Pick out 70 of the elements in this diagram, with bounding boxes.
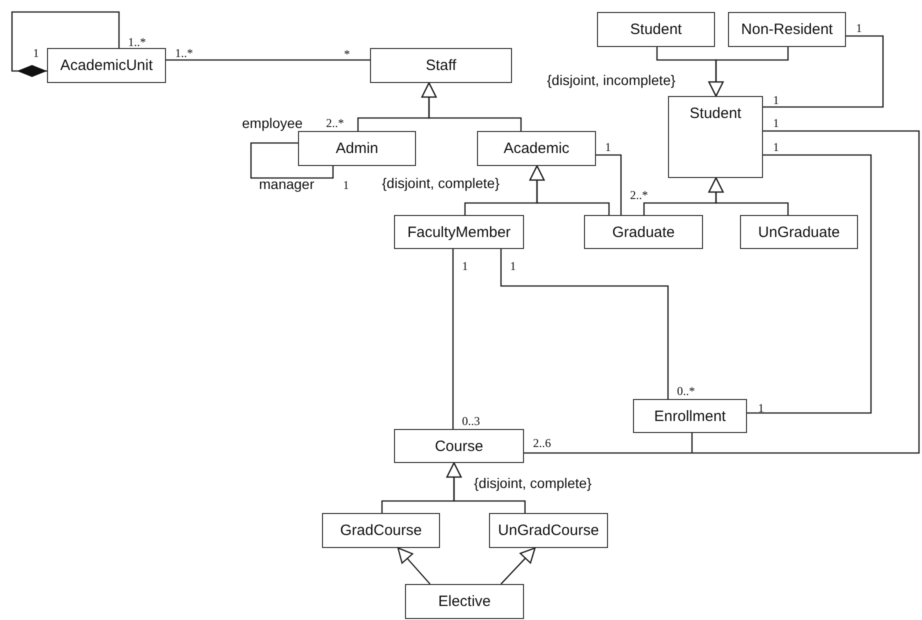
multiplicity-label: 1..* — [175, 47, 193, 59]
multiplicity-label: 2..* — [630, 189, 648, 201]
multiplicity-label: 1 — [33, 47, 39, 59]
class-box — [740, 215, 858, 249]
class-box — [394, 215, 524, 249]
class-box — [298, 131, 416, 166]
association-line — [691, 433, 693, 453]
class-name: Academic — [504, 140, 570, 157]
class-box — [394, 429, 524, 463]
association-line — [747, 154, 872, 414]
constraint-label: manager — [259, 177, 314, 191]
class-box — [597, 12, 715, 47]
multiplicity-label: 1 — [605, 141, 611, 153]
multiplicity-label: 0..* — [677, 385, 695, 397]
constraint-label: employee — [242, 116, 303, 130]
class-name: Student — [630, 21, 682, 38]
association-line — [452, 249, 454, 429]
class-box — [584, 215, 703, 249]
multiplicity-label: 2..6 — [533, 437, 551, 449]
generalization-arrow — [708, 47, 789, 97]
class-box — [322, 513, 440, 548]
generalization-arrow — [529, 165, 610, 215]
multiplicity-label: 0..3 — [462, 415, 480, 427]
generalization-arrow — [421, 82, 522, 131]
class-box — [477, 131, 596, 166]
constraint-label: {disjoint, incomplete} — [547, 73, 676, 87]
generalization-arrow — [397, 547, 430, 584]
association-line — [763, 35, 884, 108]
class-name: Elective — [438, 593, 491, 610]
class-box — [405, 584, 524, 619]
class-name: Graduate — [612, 224, 675, 240]
generalization-arrow — [708, 177, 789, 215]
class-box — [668, 96, 763, 178]
class-box — [633, 399, 747, 433]
multiplicity-label: 2..* — [326, 117, 344, 129]
class-name: Course — [434, 438, 484, 454]
generalization-arrow — [500, 547, 536, 584]
multiplicity-label: 1..* — [128, 36, 146, 48]
association-line — [250, 142, 334, 179]
class-name: FacultyMember — [407, 224, 511, 240]
multiplicity-label: 1 — [758, 402, 764, 414]
multiplicity-label: 1 — [773, 141, 779, 153]
generalization-arrow — [446, 462, 526, 513]
class-box — [489, 513, 608, 548]
multiplicity-label: 1 — [773, 117, 779, 129]
constraint-label: {disjoint, complete} — [474, 476, 592, 490]
multiplicity-label: 1 — [510, 260, 516, 272]
class-name: Enrollment — [654, 408, 726, 424]
class-name: Staff — [426, 57, 456, 74]
class-name: UnGraduate — [758, 224, 840, 240]
class-name: GradCourse — [340, 522, 422, 539]
class-name: AcademicUnit — [60, 57, 153, 74]
multiplicity-label: 1 — [856, 22, 862, 34]
association-line — [166, 59, 370, 61]
multiplicity-label: * — [344, 48, 350, 60]
class-name: Non-Resident — [741, 21, 833, 38]
class-box — [728, 12, 846, 47]
association-line — [500, 249, 669, 399]
composition-line — [11, 11, 120, 77]
constraint-label: {disjoint, complete} — [382, 176, 500, 190]
multiplicity-label: 1 — [343, 179, 349, 191]
class-name: Admin — [336, 140, 378, 157]
class-name: Student — [690, 105, 742, 122]
class-box — [370, 48, 512, 83]
class-box — [47, 48, 166, 83]
association-line — [596, 154, 622, 215]
association-line — [524, 130, 920, 454]
class-name: UnGradCourse — [498, 522, 599, 539]
multiplicity-label: 1 — [773, 94, 779, 106]
multiplicity-label: 1 — [462, 260, 468, 272]
